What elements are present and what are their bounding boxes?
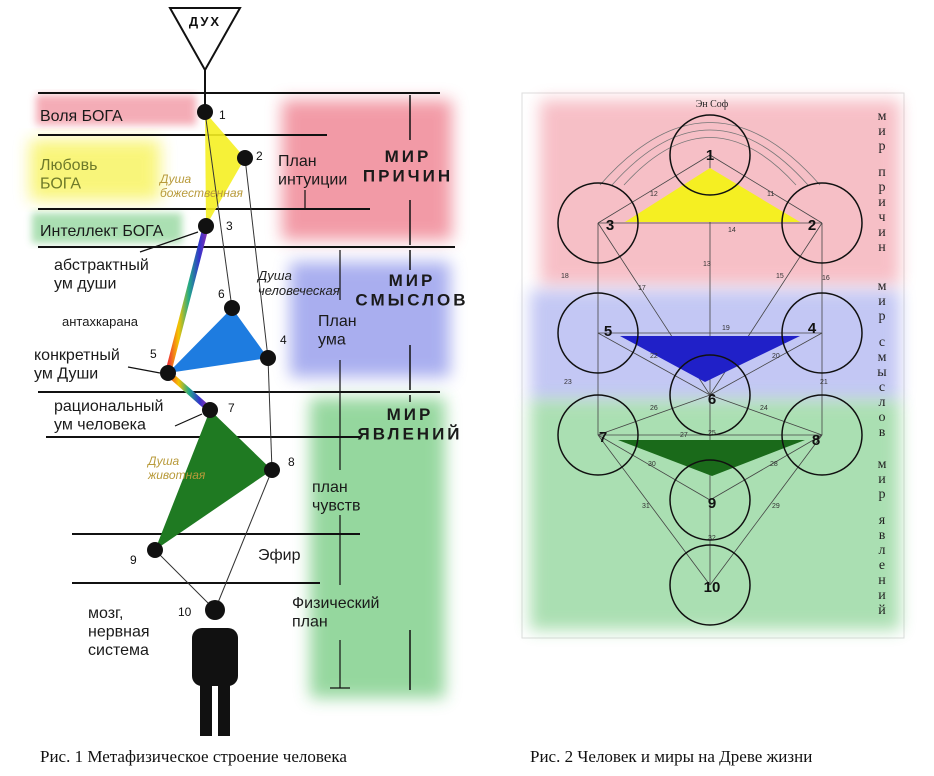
- sefira-1: 1: [706, 147, 714, 164]
- path-17: 17: [638, 285, 646, 292]
- spirit-label: ДУХ: [189, 14, 221, 29]
- manifestations-wash: [310, 398, 445, 698]
- path-21: 21: [820, 379, 828, 386]
- path-29: 29: [772, 503, 780, 510]
- path-24: 24: [760, 405, 768, 412]
- figure-1-caption: Рис. 1 Метафизическое строение человека: [40, 747, 347, 766]
- path-11: 11: [767, 191, 774, 198]
- divine-soul-triangle: [205, 112, 245, 226]
- figure-1: ДУХ 1 2 3 4 5 6 7: [30, 7, 468, 766]
- sefira-6: 6: [708, 391, 716, 408]
- path-19: 19: [722, 325, 730, 332]
- animal-soul-triangle: [155, 410, 272, 550]
- tree-blue-triangle: [620, 336, 800, 382]
- plane-lines: [38, 92, 455, 584]
- sefira-7: 7: [599, 429, 607, 446]
- path-28: 28: [770, 461, 778, 468]
- sefira-9: 9: [708, 495, 716, 512]
- path-32: 32: [708, 535, 716, 542]
- tree-paths: [597, 154, 823, 586]
- path-27: 27: [680, 432, 688, 439]
- person-icon: [192, 600, 238, 736]
- path-12: 12: [650, 191, 658, 198]
- point-3: 3: [226, 219, 233, 233]
- point-10: 10: [178, 605, 192, 619]
- sefira-10: 10: [704, 579, 721, 596]
- path-20: 20: [772, 353, 780, 360]
- intellect-label: Интеллект БОГА: [40, 223, 164, 240]
- sefirot-circles: [557, 114, 863, 626]
- antahkarana-label: антахкарана: [62, 314, 139, 329]
- label-arrows: [127, 231, 203, 427]
- path-26: 26: [650, 405, 658, 412]
- sefira-5: 5: [604, 323, 612, 340]
- path-30: 30: [648, 461, 656, 468]
- plane-arrows: [304, 190, 350, 689]
- path-15: 15: [776, 273, 784, 280]
- point-2: 2: [256, 149, 263, 163]
- human-soul-triangle: [168, 308, 268, 373]
- ein-sof-arcs: [599, 122, 821, 186]
- sefira-4: 4: [808, 320, 817, 337]
- ein-sof-label: Эн Соф: [696, 99, 729, 110]
- sefira-2: 2: [808, 217, 816, 234]
- path-13: 13: [703, 261, 711, 268]
- point-9: 9: [130, 553, 137, 567]
- path-18: 18: [561, 273, 569, 280]
- connections: [154, 111, 273, 611]
- will-label: Воля БОГА: [40, 108, 123, 125]
- path-23: 23: [564, 379, 572, 386]
- intellect-wash: [32, 213, 182, 243]
- path-25: 25: [708, 430, 716, 437]
- point-5: 5: [150, 347, 157, 361]
- love-wash: [30, 140, 160, 200]
- path-14: 14: [728, 227, 736, 234]
- points: [147, 104, 280, 618]
- path-22: 22: [650, 353, 658, 360]
- point-8: 8: [288, 455, 295, 469]
- sefira-3: 3: [606, 217, 614, 234]
- point-7: 7: [228, 401, 235, 415]
- causes-wash: [282, 100, 452, 240]
- tree-manifestations-wash: [530, 400, 900, 630]
- point-6: 6: [218, 287, 225, 301]
- will-wash: [36, 95, 196, 125]
- point-1: 1: [219, 108, 226, 122]
- path-16: 16: [822, 275, 830, 282]
- antahkarana-channel: [164, 225, 212, 413]
- ether-label: Эфир: [258, 547, 301, 564]
- sefira-8: 8: [812, 432, 820, 449]
- point-4: 4: [280, 333, 287, 347]
- path-31: 31: [642, 503, 650, 510]
- figure-2: Эн Соф 1 2: [521, 92, 905, 766]
- tree-green-triangle: [618, 440, 805, 476]
- meanings-wash: [290, 262, 450, 377]
- figure-2-caption: Рис. 2 Человек и миры на Древе жизни: [530, 747, 812, 766]
